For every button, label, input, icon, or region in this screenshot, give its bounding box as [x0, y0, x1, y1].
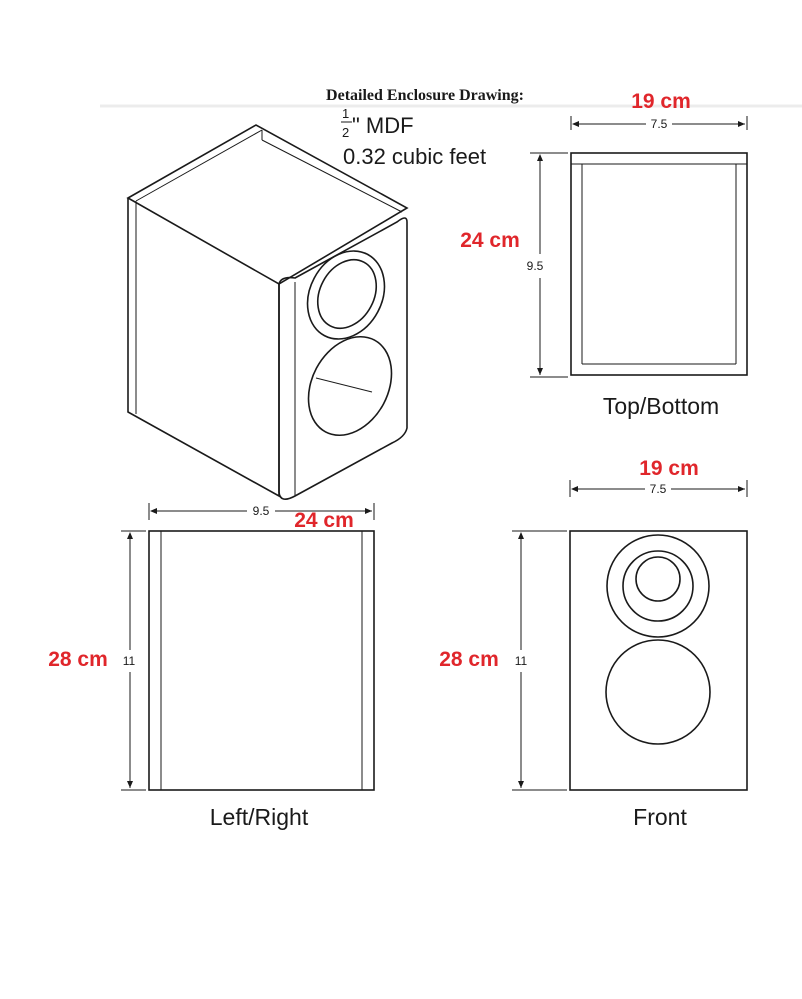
front-tweeter-outer: [606, 534, 710, 638]
fraction-numerator: 1: [342, 106, 349, 121]
drawing-title: Detailed Enclosure Drawing:: [326, 87, 524, 104]
iso-tweeter-inner: [316, 258, 378, 330]
front-woofer-cutout: [605, 639, 711, 745]
front-height-metric: 28 cm: [439, 648, 499, 671]
front-width-dim: 7.5: [650, 482, 667, 496]
material-spec: " MDF: [352, 113, 414, 138]
left-right-outline: [148, 530, 375, 791]
side-height-metric: 28 cm: [48, 648, 108, 671]
left-right-view: 9.5 24 cm 11 28 cm Left/Right: [48, 503, 375, 830]
iso-side-face: [127, 198, 280, 498]
iso-woofer-cutout: [307, 335, 393, 437]
volume-spec: 0.32 cubic feet: [343, 144, 486, 169]
iso-front-face: [278, 217, 408, 500]
front-view: 7.5 19 cm 11 28 cm Front: [439, 457, 748, 830]
side-width-metric: 24 cm: [294, 509, 354, 532]
front-tweeter-middle: [622, 550, 694, 622]
top-bottom-outline: [570, 152, 748, 376]
front-label: Front: [633, 804, 687, 830]
side-height-dim: 11: [123, 654, 136, 668]
top-depth-dim: 9.5: [527, 259, 544, 273]
top-width-dim: 7.5: [651, 117, 668, 131]
iso-woofer-depth-line: [315, 377, 373, 393]
iso-top-edge: [261, 139, 403, 213]
left-right-label: Left/Right: [210, 804, 309, 830]
front-outline: [569, 530, 748, 791]
fraction-denominator: 2: [342, 125, 349, 140]
top-bottom-label: Top/Bottom: [603, 393, 719, 419]
front-width-metric: 19 cm: [639, 457, 699, 480]
isometric-view: [126, 124, 409, 500]
front-height-dim: 11: [515, 654, 528, 668]
iso-top-face: [126, 124, 409, 285]
top-bottom-view: 7.5 19 cm 9.5 24 cm Top/Bottom: [460, 90, 748, 419]
side-width-dim: 9.5: [253, 504, 270, 518]
front-tweeter-inner: [635, 556, 681, 602]
top-depth-metric: 24 cm: [460, 229, 520, 252]
top-width-metric: 19 cm: [631, 90, 691, 113]
iso-tweeter-outer: [306, 250, 386, 340]
iso-top-edge: [135, 129, 263, 202]
